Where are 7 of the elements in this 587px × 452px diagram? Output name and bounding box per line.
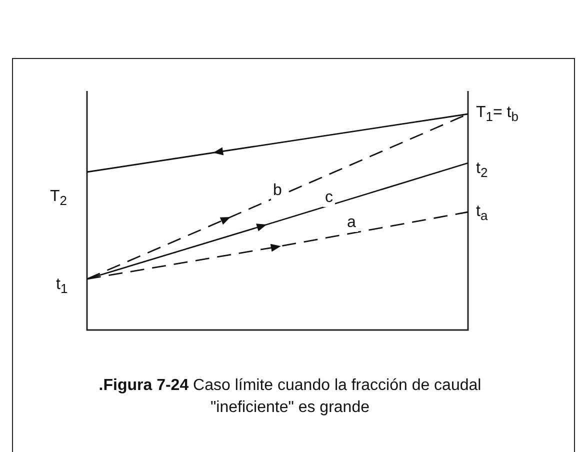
temperature-label: t$_{2}$ (476, 160, 488, 178)
figure-caption: .Figura 7-24 Caso límite cuando la fracción de caudal "ineficiente" es grande (98, 376, 482, 418)
temperature-label: t$_{a}$ (476, 203, 488, 221)
temperature-label: t$_{1}$ (56, 276, 68, 294)
curve-label: b (271, 182, 284, 200)
temperature-label: T$_{2}$ (50, 188, 68, 206)
temperature-label: T$_{1}$= t$_{b}$ (476, 104, 518, 122)
